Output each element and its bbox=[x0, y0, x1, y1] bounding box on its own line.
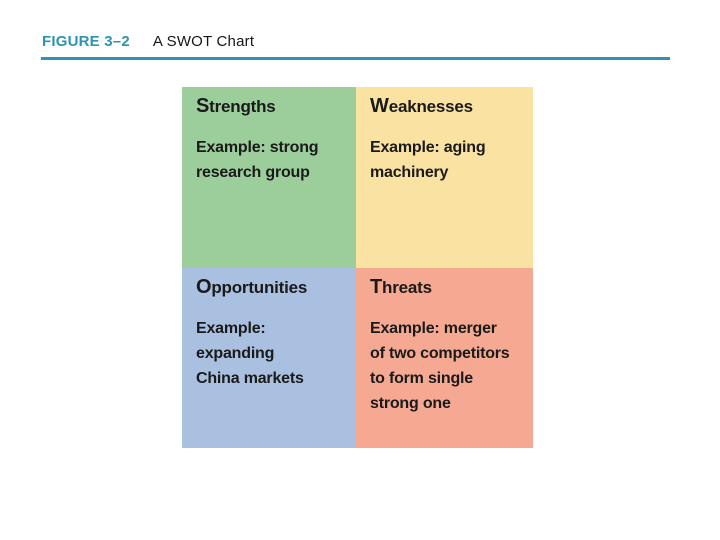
weaknesses-title: Weaknesses bbox=[370, 95, 525, 118]
quadrant-strengths: Strengths Example: strong research group bbox=[182, 87, 356, 268]
weaknesses-initial-letter: W bbox=[370, 95, 389, 117]
threats-initial-letter: T bbox=[370, 276, 383, 298]
quadrant-weaknesses: Weaknesses Example: aging machinery bbox=[356, 87, 533, 268]
quadrant-threats: Threats Example: merger of two competito… bbox=[356, 268, 533, 448]
opportunities-example-text: Example: expanding China markets bbox=[196, 320, 304, 387]
opportunities-initial-letter: O bbox=[196, 276, 212, 298]
strengths-initial-letter: S bbox=[196, 95, 210, 117]
strengths-title: Strengths bbox=[196, 95, 348, 118]
threats-example-text: Example: merger of two competitors to fo… bbox=[370, 320, 510, 412]
weaknesses-title-rest: eaknesses bbox=[388, 97, 473, 116]
opportunities-title: Opportunities bbox=[196, 276, 348, 299]
threats-title: Threats bbox=[370, 276, 525, 299]
figure-title: A SWOT Chart bbox=[152, 33, 255, 50]
swot-chart: Strengths Example: strong research group… bbox=[182, 87, 533, 448]
weaknesses-example-text: Example: aging machinery bbox=[370, 139, 486, 181]
threats-title-rest: hreats bbox=[382, 278, 432, 297]
strengths-example-text: Example: strong research group bbox=[196, 139, 319, 181]
title-rule bbox=[41, 57, 670, 60]
figure-label: FIGURE 3–2 bbox=[42, 33, 130, 50]
opportunities-title-rest: pportunities bbox=[211, 278, 308, 297]
figure-header: FIGURE 3–2 A SWOT Chart bbox=[42, 33, 254, 51]
quadrant-opportunities: Opportunities Example: expanding China m… bbox=[182, 268, 356, 448]
strengths-title-rest: trengths bbox=[209, 97, 276, 116]
